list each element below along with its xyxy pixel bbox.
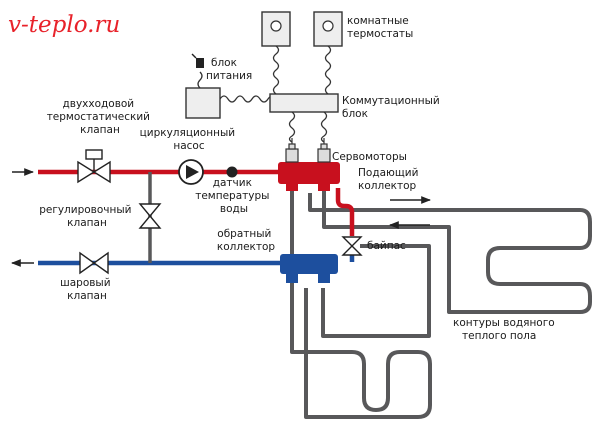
label-floor-loops: контуры водяного теплого пола <box>453 317 558 342</box>
label-supply-manifold: Подающий коллектор <box>358 167 422 192</box>
bypass-valve <box>341 236 363 256</box>
circulation-pump <box>178 159 204 185</box>
supply-manifold <box>278 162 340 191</box>
watermark-logo: v-teplo.ru <box>8 12 120 38</box>
label-return-manifold: обратный коллектор <box>217 228 276 253</box>
adjusting-valve <box>138 203 162 229</box>
floor-loop-right <box>308 190 592 314</box>
label-bypass: байпас <box>367 240 406 252</box>
label-temp-sensor: датчик температуры воды <box>195 177 273 215</box>
floor-heating-loops <box>290 190 592 419</box>
label-circ-pump: циркуляционный насос <box>140 127 239 152</box>
floor-loop-bottom <box>290 190 432 419</box>
room-thermostats <box>261 11 343 47</box>
label-room-thermostats: комнатные термостаты <box>347 15 413 40</box>
bowtie-valve-icon <box>341 236 363 256</box>
bowtie-valve-icon <box>79 251 109 275</box>
power-plug-icon <box>196 58 204 68</box>
label-ball-valve: шаровый клапан <box>60 277 114 302</box>
floor-loop-mid <box>321 244 431 338</box>
servo-connectors <box>291 138 325 144</box>
label-two-way-valve: двухходовой термостатический клапан <box>47 98 154 136</box>
label-servo-motors: Сервомоторы <box>332 151 407 163</box>
label-switch-block: Коммутационный блок <box>342 95 443 120</box>
two-way-thermostatic-valve <box>77 149 111 184</box>
return-manifold <box>280 254 338 283</box>
ball-valve <box>79 251 109 275</box>
label-power-supply: блок питания <box>206 57 252 82</box>
servo-motors <box>285 143 331 163</box>
bowtie-valve-icon <box>138 203 162 229</box>
power-supply <box>185 53 221 119</box>
label-adjust-valve: регулировочный клапан <box>39 204 135 229</box>
water-temp-sensor <box>226 166 238 178</box>
switching-block <box>269 93 339 113</box>
flow-arrows <box>11 168 431 267</box>
